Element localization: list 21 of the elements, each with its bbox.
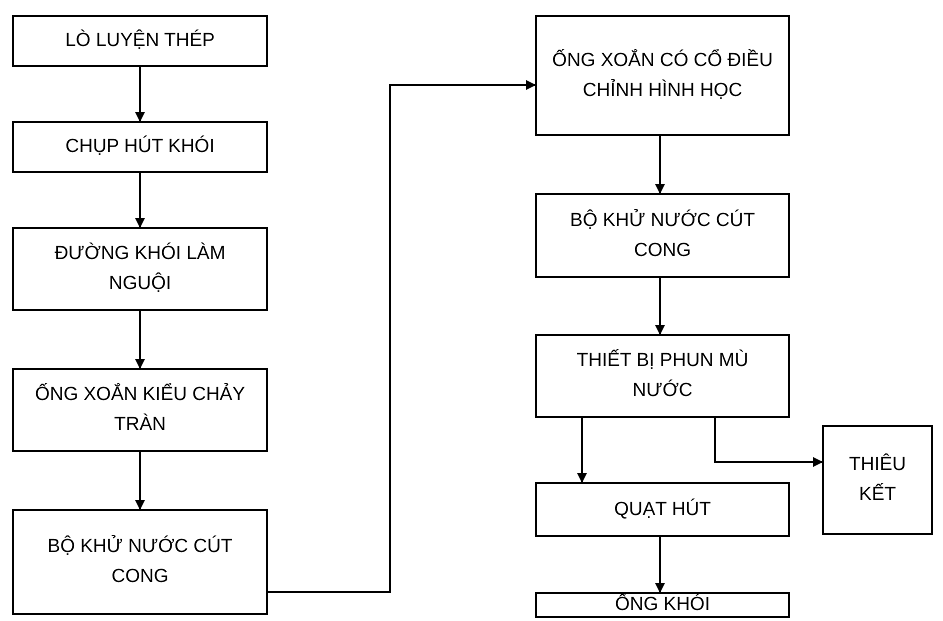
arrow [135,67,145,122]
arrow [655,136,665,194]
process-box: THIẾT BỊ PHUN MÙ NƯỚC [535,334,790,418]
process-box: CHỤP HÚT KHÓI [12,121,268,173]
process-box: LÒ LUYỆN THÉP [12,15,268,67]
arrow [135,173,145,228]
process-box: ỐNG XOẮN CÓ CỔ ĐIỀU CHỈNH HÌNH HỌC [535,15,790,136]
process-box: ỐNG KHÓI [535,592,790,618]
arrow [714,418,823,467]
process-box: BỘ KHỬ NƯỚC CÚT CONG [12,509,268,615]
arrow [655,537,665,593]
process-box: THIÊU KẾT [822,425,933,535]
arrow [577,418,587,483]
arrow [135,311,145,369]
process-box: ĐƯỜNG KHÓI LÀM NGUỘI [12,227,268,311]
process-box: BỘ KHỬ NƯỚC CÚT CONG [535,193,790,278]
arrow [135,452,145,510]
arrow [655,278,665,335]
arrow [268,80,536,593]
process-box: ỐNG XOẮN KIỂU CHẢY TRÀN [12,368,268,452]
process-box: QUẠT HÚT [535,482,790,537]
